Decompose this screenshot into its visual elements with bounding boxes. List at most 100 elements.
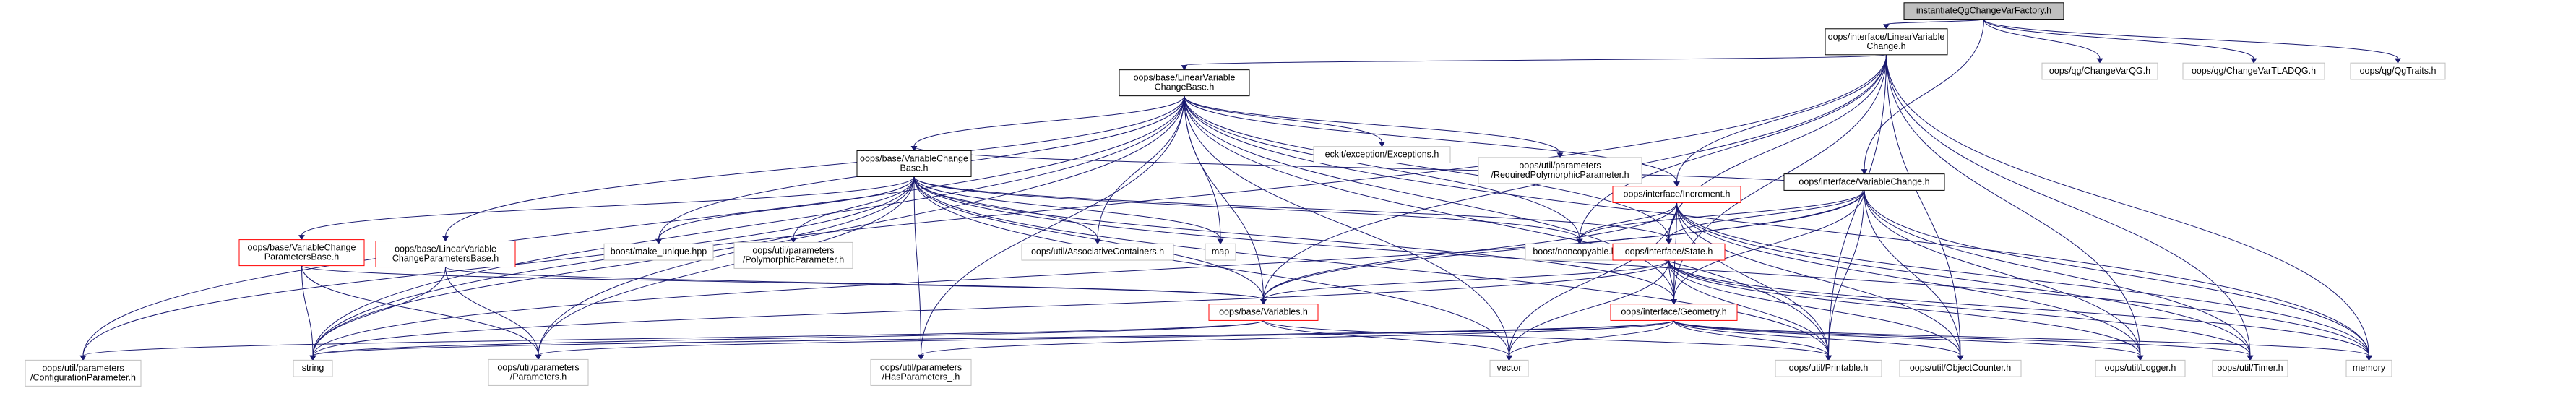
edge-arrowhead [1379, 142, 1385, 147]
node-label: ParametersBase.h [264, 252, 340, 262]
edge-line [1668, 260, 2369, 356]
edge-arrowhead [910, 145, 918, 152]
node-box [1478, 157, 1642, 184]
edge-line [1673, 319, 2369, 356]
node-label: string [302, 363, 324, 373]
node-polyparam: oops/util/parameters/PolymorphicParamete… [733, 241, 853, 269]
dependency-edge-geometry-to-logger [1673, 319, 2144, 361]
edge-line [1509, 320, 1674, 356]
node-box [1825, 28, 1948, 56]
node-assoc: oops/util/AssociativeContainers.h [1021, 243, 1174, 261]
dependency-edge-linvarchangebase-to-varchangebase [910, 95, 1185, 152]
edge-line [1668, 260, 2141, 356]
edge-line [1263, 259, 1669, 301]
node-lvcparamsbase[interactable]: oops/base/LinearVariableChangeParameters… [375, 241, 516, 268]
edge-line [312, 176, 915, 356]
edge-line [1184, 54, 1887, 66]
node-increment[interactable]: oops/interface/Increment.h [1612, 186, 1741, 203]
edge-line [1579, 54, 1887, 240]
node-box [238, 239, 365, 267]
edge-line [1676, 202, 2141, 356]
node-root: instantiateQgChangeVarFactory.h [1903, 2, 2064, 20]
node-label: /HasParameters_.h [882, 371, 960, 382]
node-state[interactable]: oops/interface/State.h [1612, 243, 1726, 261]
node-box [1313, 146, 1451, 163]
dependency-edge-ivarchange-to-timer [1864, 190, 2254, 361]
node-label: ChangeBase.h [1155, 82, 1215, 93]
edge-line [1983, 19, 2101, 59]
edge-arrowhead [1217, 238, 1224, 245]
edge-arrowhead [655, 238, 662, 245]
node-label: oops/util/AssociativeContainers.h [1031, 246, 1164, 257]
node-box [2212, 359, 2288, 377]
edge-line [913, 176, 2369, 356]
edge-arrowhead [2250, 58, 2257, 64]
node-box [1612, 186, 1741, 203]
dependency-edge-linvarchangebase-to-confparam [79, 95, 1185, 361]
edge-line [1673, 320, 1829, 356]
edge-line [1184, 95, 1221, 240]
edge-line [1579, 190, 1865, 240]
edge-line [1983, 19, 2254, 59]
node-label: /Parameters.h [510, 371, 567, 382]
dependency-edge-root-to-changevartlad [1983, 19, 2257, 64]
edge-line [1886, 54, 2251, 356]
node-label: oops/util/ObjectCounter.h [1910, 363, 2011, 373]
edge-line [913, 176, 921, 356]
edge-arrowhead [1576, 238, 1583, 245]
node-ivarchange[interactable]: oops/interface/VariableChange.h [1783, 173, 1945, 191]
node-map: map [1205, 243, 1236, 261]
edge-line [1673, 319, 2251, 356]
node-box [1903, 2, 2064, 20]
edge-line [1864, 190, 2141, 356]
edge-line [1668, 260, 2251, 356]
node-label: memory [2353, 363, 2386, 373]
node-label: oops/util/parameters [1519, 160, 1601, 171]
edge-line [312, 319, 1264, 356]
node-label: oops/interface/Increment.h [1624, 189, 1731, 199]
dependency-edge-state-to-string [309, 259, 1669, 361]
node-reqpoly: oops/util/parameters/RequiredPolymorphic… [1478, 157, 1642, 184]
node-box [1612, 243, 1726, 261]
edge-line [1886, 19, 1984, 25]
edge-line [312, 95, 1185, 356]
node-box [25, 359, 142, 387]
node-label: oops/base/Variables.h [1219, 307, 1308, 317]
dependency-edge-linvarchangebase-to-string [309, 95, 1185, 361]
edge-arrowhead [535, 354, 542, 361]
node-label: vector [1496, 363, 1521, 373]
node-box [375, 241, 516, 268]
edge-line [312, 54, 1887, 356]
node-box [1205, 243, 1236, 261]
edge-arrowhead [309, 355, 316, 361]
node-label: Base.h [900, 163, 929, 173]
dependency-edge-varchangebase-to-parameters [535, 176, 915, 361]
edge-arrowhead [2247, 355, 2254, 361]
edge-line [1864, 190, 2369, 356]
node-geometry[interactable]: oops/interface/Geometry.h [1610, 304, 1738, 321]
edge-line [1864, 190, 2251, 356]
node-label: map [1212, 246, 1229, 257]
edge-line [1983, 19, 2398, 59]
node-box [1783, 173, 1945, 191]
edge-line [913, 176, 1829, 356]
dependency-edge-ivarchange-to-memory [1864, 190, 2372, 361]
dependency-edge-variables-to-string [309, 319, 1264, 361]
node-noncopy: boost/noncopyable.hpp [1525, 243, 1634, 261]
node-box [870, 358, 972, 386]
edge-arrowhead [1883, 24, 1890, 30]
node-printable: oops/util/Printable.h [1775, 359, 1882, 377]
node-label: oops/util/parameters [880, 362, 962, 372]
edge-line [312, 267, 446, 356]
dependency-edge-linvarchange-to-memory [1886, 54, 2372, 361]
node-variables[interactable]: oops/base/Variables.h [1208, 304, 1319, 321]
edge-line [1184, 95, 1580, 240]
node-timer: oops/util/Timer.h [2212, 359, 2288, 377]
node-confparam: oops/util/parameters/ConfigurationParame… [25, 359, 142, 387]
edge-line [1864, 19, 1984, 170]
edge-line [1184, 95, 1674, 300]
